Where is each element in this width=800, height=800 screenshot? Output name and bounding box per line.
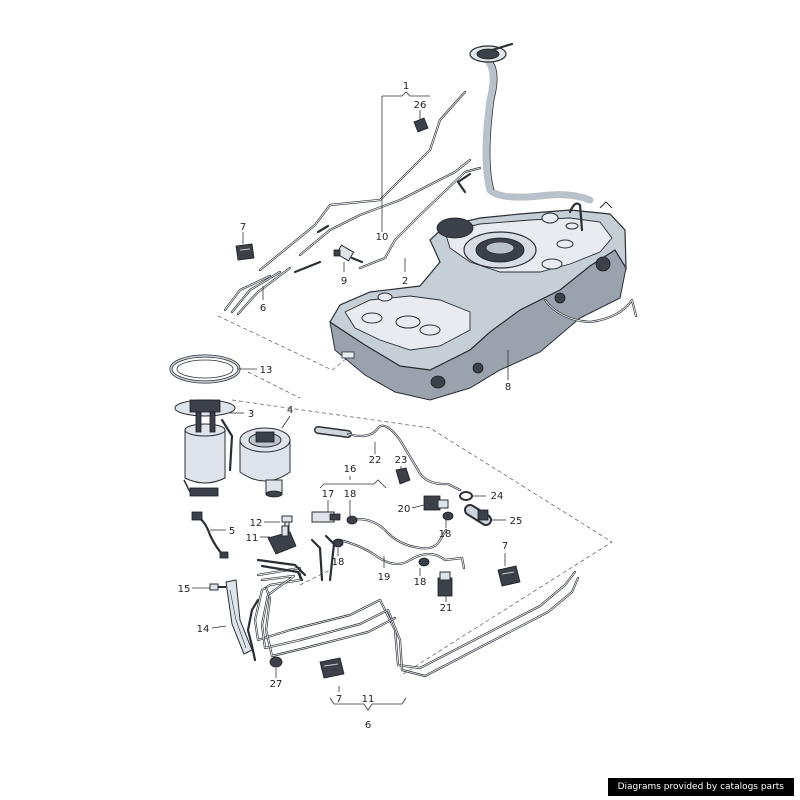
leader-lines xyxy=(192,91,509,711)
callout-labels: 1 26 10 2 9 7 6 8 13 3 4 5 12 11 22 16 2… xyxy=(178,81,523,731)
callout-12: 12 xyxy=(250,518,263,529)
connector-23 xyxy=(395,467,411,485)
fuel-filter-4 xyxy=(239,427,291,498)
clamps-18 xyxy=(332,511,454,567)
callout-11-bottom: 11 xyxy=(362,694,375,705)
valve-17 xyxy=(311,511,341,523)
hose-22 xyxy=(314,424,462,492)
seal-ring-13 xyxy=(169,354,241,384)
callout-13: 13 xyxy=(260,365,273,376)
fuel-pump-unit-3 xyxy=(174,399,236,497)
callout-7-right: 7 xyxy=(502,541,508,552)
bracket-7-right xyxy=(497,565,521,587)
credit-banner: Diagrams provided by catalogs parts xyxy=(607,778,794,796)
callout-27: 27 xyxy=(270,679,283,690)
fuel-tank xyxy=(329,42,638,401)
bottom-fuel-lines xyxy=(246,534,580,678)
callout-2: 2 xyxy=(402,276,408,287)
callout-3: 3 xyxy=(248,409,254,420)
sensor-5 xyxy=(191,511,229,559)
callout-24: 24 xyxy=(491,491,504,502)
callout-11-left: 11 xyxy=(246,533,259,544)
callout-9: 9 xyxy=(341,276,347,287)
nut-27 xyxy=(269,656,283,668)
callout-6-top: 6 xyxy=(260,303,266,314)
heat-shield-14 xyxy=(225,579,253,655)
callout-18-a: 18 xyxy=(344,489,357,500)
hose-19 xyxy=(338,538,466,570)
callout-8: 8 xyxy=(505,382,511,393)
valve-9 xyxy=(333,244,364,264)
valve-20 xyxy=(423,495,449,511)
hose-25 xyxy=(464,504,492,526)
valve-21 xyxy=(437,571,453,597)
callout-23: 23 xyxy=(395,455,408,466)
bracket-7-top xyxy=(235,243,255,261)
callout-18-c: 18 xyxy=(332,557,345,568)
clip-26 xyxy=(413,117,429,133)
callout-7-bottom: 7 xyxy=(336,694,342,705)
callout-16: 16 xyxy=(344,464,357,475)
callout-21: 21 xyxy=(440,603,453,614)
callout-15: 15 xyxy=(178,584,191,595)
callout-19: 19 xyxy=(378,572,391,583)
callout-25: 25 xyxy=(510,516,523,527)
callout-18-b: 18 xyxy=(439,529,452,540)
screw-15 xyxy=(209,583,226,591)
bracket-11 xyxy=(267,525,297,555)
callout-6-bottom: 6 xyxy=(365,720,371,731)
callout-10: 10 xyxy=(376,232,389,243)
bracket-7-bottom xyxy=(319,657,345,679)
callout-26: 26 xyxy=(414,100,427,111)
dashed-boundary xyxy=(217,315,613,677)
callout-5: 5 xyxy=(229,526,235,537)
callout-14: 14 xyxy=(197,624,210,635)
callout-22: 22 xyxy=(369,455,382,466)
ring-24 xyxy=(459,491,473,501)
callout-4: 4 xyxy=(287,405,293,416)
callout-1: 1 xyxy=(403,81,409,92)
callout-17: 17 xyxy=(322,489,335,500)
top-fuel-lines xyxy=(223,90,482,316)
callout-20: 20 xyxy=(398,504,411,515)
callout-7-top: 7 xyxy=(240,222,246,233)
hose-16 xyxy=(348,518,448,550)
callout-18-d: 18 xyxy=(414,577,427,588)
